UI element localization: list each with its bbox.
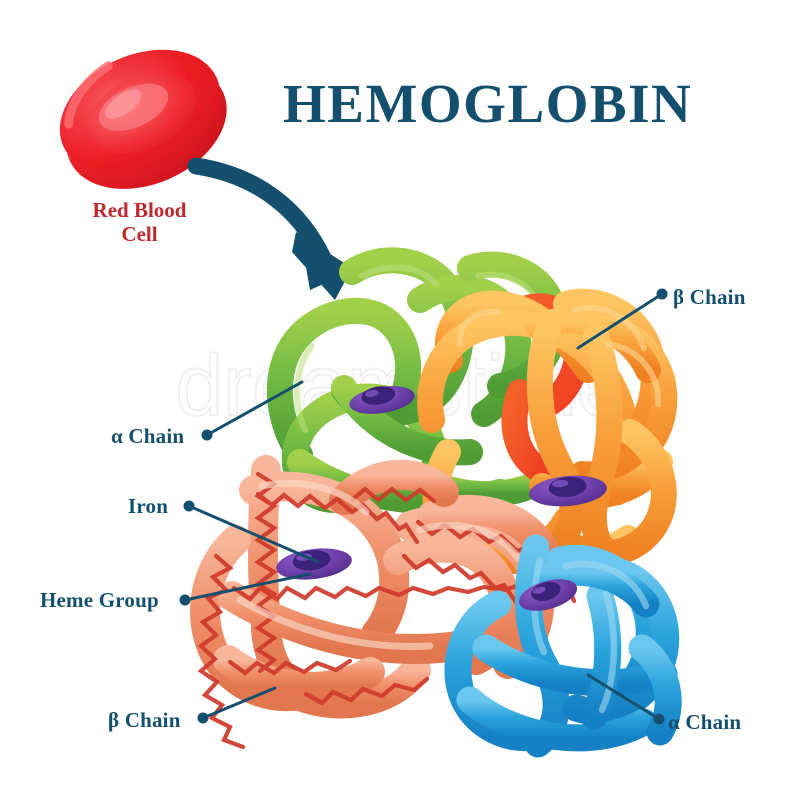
red-blood-cell [59,49,227,189]
iron-atom [531,581,561,602]
red-blood-cell-label: Red Blood Cell [72,198,207,246]
rbc-label-line2: Cell [121,222,158,246]
label-alpha-chain-top: α Chain [111,424,185,448]
label-heme-group: Heme Group [40,588,159,612]
label-beta-chain-bottom: β Chain [108,708,181,732]
leader-lines [183,292,664,721]
page-title: HEMOGLOBIN [283,73,693,134]
heme-group-orange [529,475,607,507]
curved-arrow [187,157,352,300]
label-iron: Iron [128,494,169,518]
heme-group-green [349,386,415,414]
heme-group-blue [518,579,578,611]
salmon-chain-gloss [236,479,522,651]
label-beta-chain-top: β Chain [673,285,746,309]
leader-dots [179,288,668,725]
label-alpha-chain-bottom: α Chain [668,710,742,734]
rbc-label-line1: Red Blood [92,198,187,222]
orange-chain-gloss [456,305,662,407]
